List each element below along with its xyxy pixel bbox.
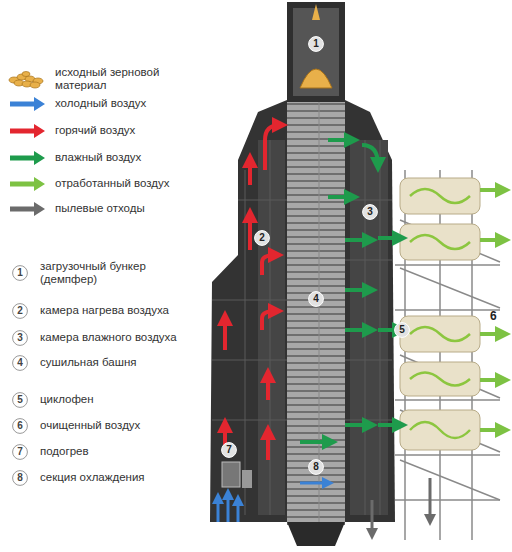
part-name: камера влажного воздуха xyxy=(40,331,220,344)
callout-number: 3 xyxy=(12,330,28,346)
callout-circle: 6 xyxy=(12,418,28,434)
circle-shape xyxy=(363,205,378,220)
circle-shape xyxy=(255,231,270,246)
callout-number: 6 xyxy=(490,310,510,323)
cyclofans xyxy=(400,178,480,450)
circle-shape xyxy=(13,331,28,346)
part-name: загрузочный бункер (демпфер) xyxy=(40,260,180,286)
legend-arrow xyxy=(10,97,46,111)
callout-circle: 5 xyxy=(12,392,28,408)
tower-body xyxy=(210,2,395,546)
callout-circle: 4 xyxy=(308,291,324,307)
legend-arrow xyxy=(10,151,46,165)
circle-shape xyxy=(309,292,324,307)
callout-number: 5 xyxy=(394,322,410,338)
wet-air-arrows xyxy=(300,140,400,442)
callout-number: 2 xyxy=(12,303,28,319)
scaffolding xyxy=(395,170,500,540)
circle-shape xyxy=(13,266,28,281)
cold-air-arrows xyxy=(218,483,328,522)
arrow-shape xyxy=(10,202,45,216)
legend-arrow xyxy=(10,177,46,191)
callout-number: 4 xyxy=(12,355,28,371)
callout-number: 7 xyxy=(12,444,28,460)
callout-circle: 7 xyxy=(221,442,237,458)
circle-shape xyxy=(395,323,410,338)
legend-arrow xyxy=(10,124,46,138)
circle-shape xyxy=(13,419,28,434)
legend-arrow xyxy=(10,202,46,216)
grain-icon xyxy=(9,72,43,89)
circle-shape xyxy=(13,393,28,408)
arrow-shape xyxy=(10,97,45,111)
part-name: секция охлаждения xyxy=(40,471,220,484)
arrow-shape xyxy=(10,177,45,191)
callout-number: 1 xyxy=(308,36,324,52)
callout-circle: 8 xyxy=(12,470,28,486)
hot-air-arrows xyxy=(225,125,280,460)
part-name: камера нагрева воздуха xyxy=(40,304,220,317)
arrow-shape xyxy=(10,151,45,165)
callout-number: 1 xyxy=(12,265,28,281)
callout-number: 4 xyxy=(308,291,324,307)
callout-number: 3 xyxy=(362,204,378,220)
callout-number: 8 xyxy=(12,470,28,486)
callout-number: 7 xyxy=(221,442,237,458)
circle-shape xyxy=(309,37,324,52)
callout-circle: 7 xyxy=(12,444,28,460)
circle-shape xyxy=(13,304,28,319)
legend-text: холодный воздух xyxy=(55,97,195,110)
callout-circle: 1 xyxy=(12,265,28,281)
legend-text: влажный воздух xyxy=(55,151,195,164)
arrow-shape xyxy=(10,124,45,138)
legend-text: исходный зерновой материал xyxy=(55,66,195,92)
callout-number: 6 xyxy=(12,418,28,434)
callout-number: 5 xyxy=(12,392,28,408)
legend-text: пылевые отходы xyxy=(55,202,195,215)
callout-circle: 3 xyxy=(12,330,28,346)
part-name: циклофен xyxy=(40,393,220,406)
callout-number: 2 xyxy=(254,230,270,246)
callout-circle: 2 xyxy=(12,303,28,319)
part-name: сушильная башня xyxy=(40,356,220,369)
legend-text: отработанный воздух xyxy=(55,177,195,190)
circle-shape xyxy=(222,443,237,458)
callout-circle: 2 xyxy=(254,230,270,246)
callout-circle: 8 xyxy=(308,459,324,475)
callout-circle: 3 xyxy=(362,204,378,220)
callout-circle: 5 xyxy=(394,322,410,338)
part-name: подогрев xyxy=(40,445,220,458)
callout-circle: 1 xyxy=(308,36,324,52)
part-name: очищенный воздух xyxy=(40,419,220,432)
circle-shape xyxy=(13,445,28,460)
callout-number: 8 xyxy=(308,459,324,475)
legend-text: горячий воздух xyxy=(55,124,195,137)
circle-shape xyxy=(309,460,324,475)
heater-unit xyxy=(222,462,252,488)
callout-circle: 4 xyxy=(12,355,28,371)
circle-shape xyxy=(13,356,28,371)
dust-arrows xyxy=(372,478,430,534)
circle-shape xyxy=(13,471,28,486)
